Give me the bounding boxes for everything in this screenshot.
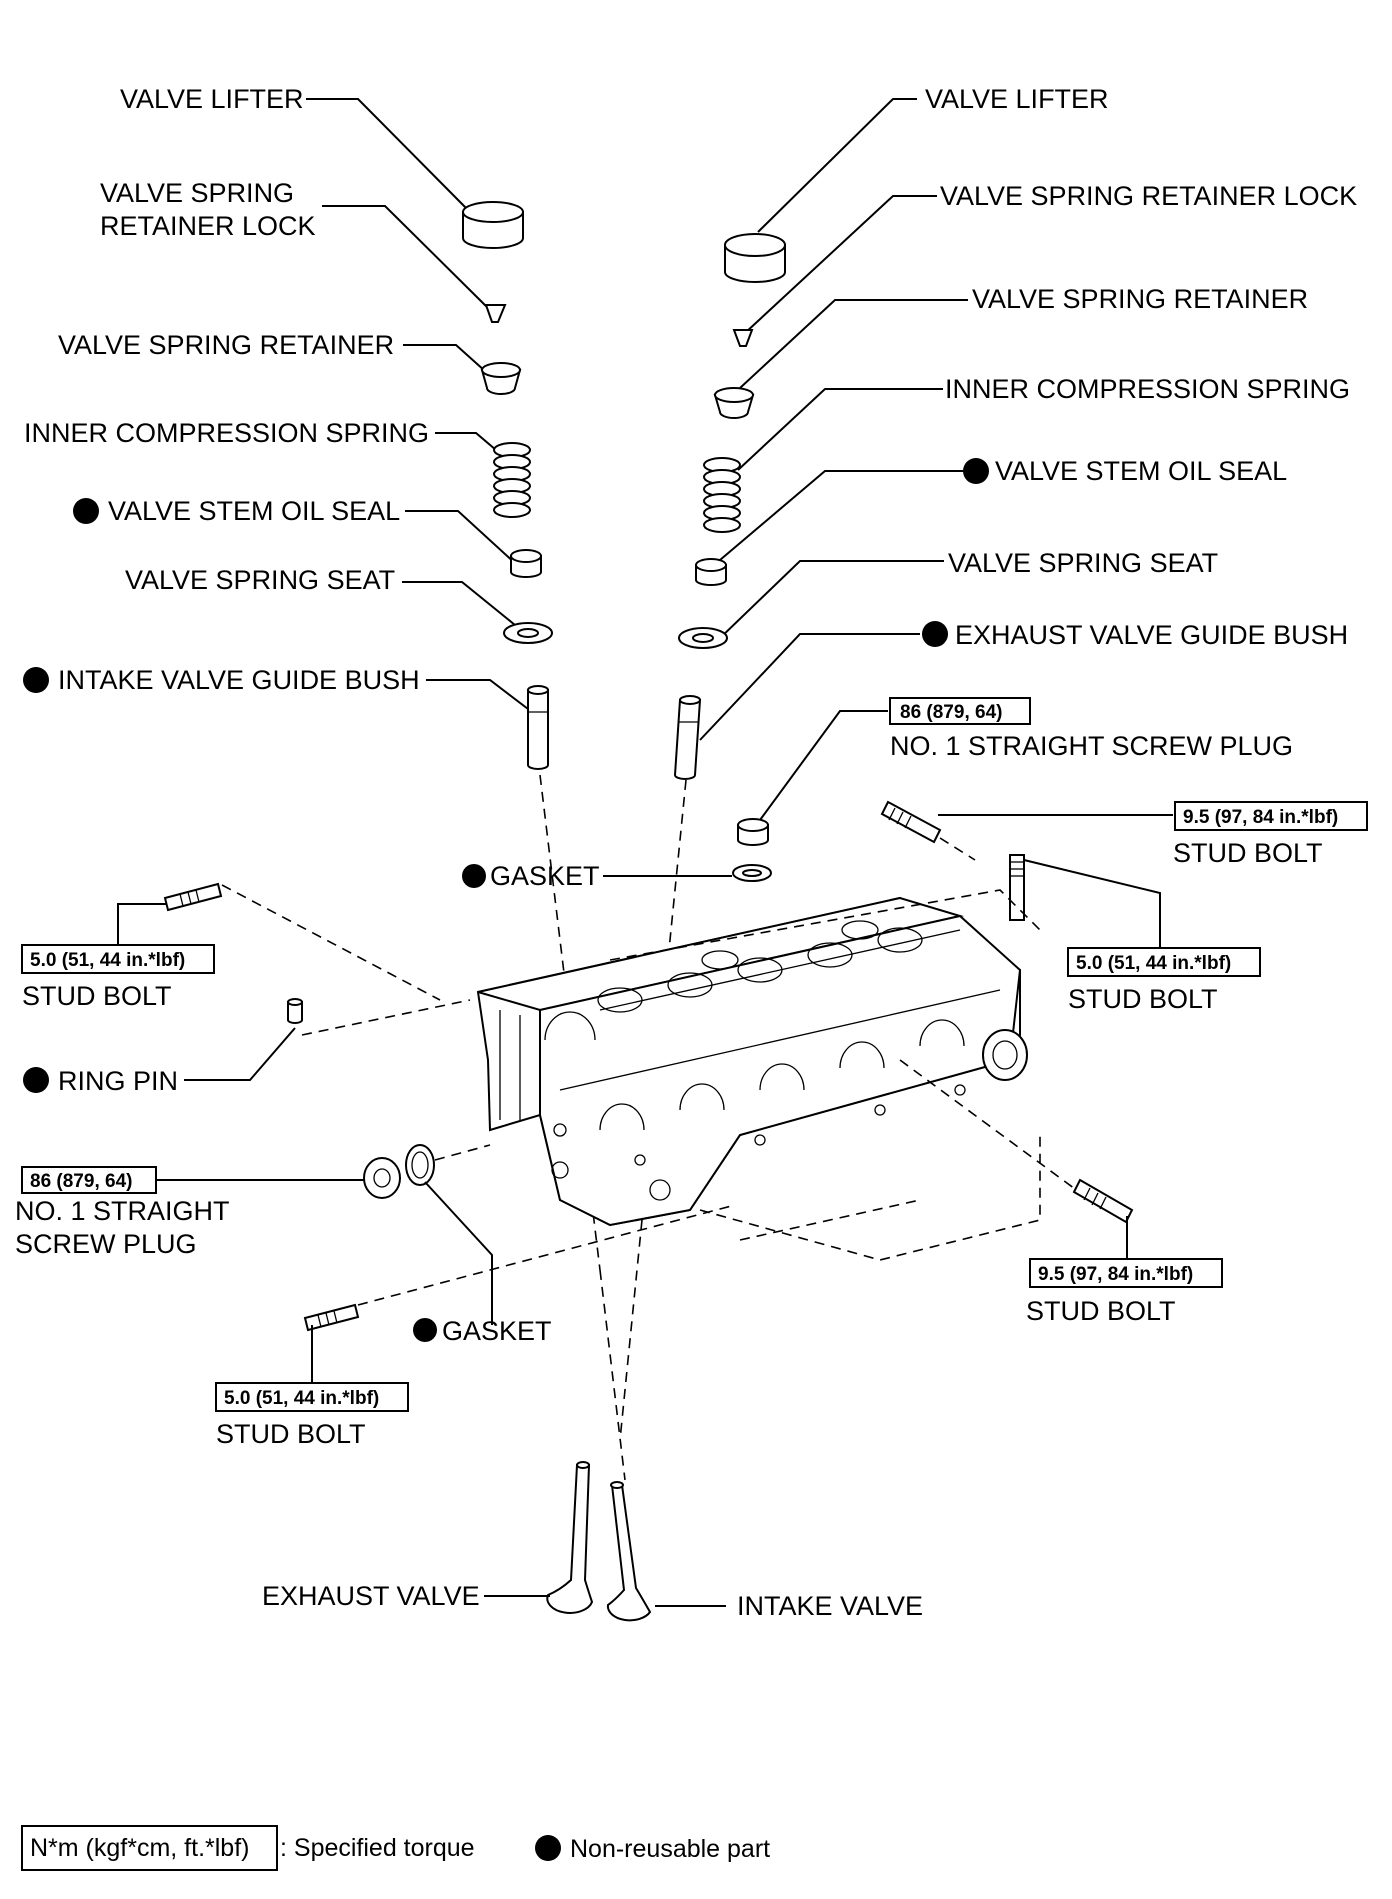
- label-screw-plug-right: NO. 1 STRAIGHT SCREW PLUG: [890, 731, 1293, 761]
- label-ring-pin: RING PIN: [58, 1066, 178, 1096]
- non-reusable-icon: [23, 1067, 49, 1093]
- label-inner-spring-right: INNER COMPRESSION SPRING: [945, 374, 1350, 404]
- label-stud-bolt-left-upper: STUD BOLT: [22, 981, 172, 1011]
- torque-screw-plug-top: 86 (879, 64): [900, 702, 1002, 723]
- torque-stud-lower-left: 5.0 (51, 44 in.*lbf): [224, 1388, 379, 1409]
- non-reusable-icon: [462, 864, 486, 888]
- label-guide-bush-left: INTAKE VALVE GUIDE BUSH: [58, 665, 420, 695]
- legend-torque-unit: N*m (kgf*cm, ft.*lbf): [30, 1834, 249, 1862]
- label-intake-valve: INTAKE VALVE: [737, 1591, 923, 1621]
- exhaust-valve: [546, 1461, 594, 1614]
- stud-bolt-vertical-right: [1009, 854, 1025, 921]
- non-reusable-icon: [413, 1318, 437, 1342]
- label-stud-bolt-top-right: STUD BOLT: [1173, 838, 1323, 868]
- stud-bolt-right-lower: [1072, 1178, 1134, 1224]
- torque-box: [889, 697, 1031, 725]
- label-retainer-lock-right: VALVE SPRING RETAINER LOCK: [940, 181, 1357, 211]
- stud-bolt-top-right: [880, 800, 942, 844]
- torque-box: [1029, 1258, 1223, 1288]
- stud-bolt-left-lower: [303, 1303, 360, 1332]
- label-stud-bolt-lower-left: STUD BOLT: [216, 1419, 366, 1449]
- label-inner-spring-left: INNER COMPRESSION SPRING: [24, 418, 429, 448]
- label-screw-plug-left-1: NO. 1 STRAIGHT: [15, 1196, 230, 1226]
- torque-stud-right: 5.0 (51, 44 in.*lbf): [1076, 953, 1231, 974]
- right-spring: [703, 457, 741, 533]
- label-stud-bolt-lower-right: STUD BOLT: [1026, 1296, 1176, 1326]
- torque-screw-plug-left: 86 (879, 64): [30, 1171, 132, 1192]
- non-reusable-icon: [963, 458, 989, 484]
- label-guide-bush-right: EXHAUST VALVE GUIDE BUSH: [955, 620, 1348, 650]
- torque-box: [21, 944, 215, 974]
- non-reusable-icon: [535, 1835, 561, 1861]
- legend-torque-box: [21, 1825, 278, 1871]
- non-reusable-icon: [922, 621, 948, 647]
- label-screw-plug-left-2: SCREW PLUG: [15, 1229, 197, 1259]
- torque-box: [1067, 947, 1261, 977]
- label-valve-lifter-right: VALVE LIFTER: [925, 84, 1109, 114]
- legend-torque-desc: : Specified torque: [280, 1834, 475, 1862]
- torque-box: [215, 1382, 409, 1412]
- label-spring-seat-right: VALVE SPRING SEAT: [948, 548, 1218, 578]
- torque-stud-lower-right: 9.5 (97, 84 in.*lbf): [1038, 1264, 1193, 1285]
- label-oil-seal-right: VALVE STEM OIL SEAL: [995, 456, 1287, 486]
- torque-stud-top-right: 9.5 (97, 84 in.*lbf): [1183, 807, 1338, 828]
- label-gasket-top: GASKET: [490, 861, 600, 891]
- label-stud-bolt-right: STUD BOLT: [1068, 984, 1218, 1014]
- label-exhaust-valve: EXHAUST VALVE: [262, 1581, 480, 1611]
- stud-bolt-left-upper: [163, 882, 223, 912]
- label-spring-retainer-right: VALVE SPRING RETAINER: [972, 284, 1308, 314]
- label-retainer-lock-left-2: RETAINER LOCK: [100, 211, 316, 241]
- intake-valve: [606, 1481, 652, 1622]
- label-gasket-left: GASKET: [442, 1316, 552, 1346]
- torque-box: [21, 1166, 157, 1194]
- torque-stud-left: 5.0 (51, 44 in.*lbf): [30, 950, 185, 971]
- non-reusable-icon: [23, 667, 49, 693]
- label-spring-retainer-left: VALVE SPRING RETAINER: [58, 330, 394, 360]
- left-spring: [493, 442, 531, 518]
- label-valve-lifter-left: VALVE LIFTER: [120, 84, 304, 114]
- non-reusable-icon: [73, 498, 99, 524]
- label-spring-seat-left: VALVE SPRING SEAT: [125, 565, 395, 595]
- legend-nonreusable-desc: Non-reusable part: [570, 1835, 770, 1863]
- label-retainer-lock-left-1: VALVE SPRING: [100, 178, 294, 208]
- label-oil-seal-left: VALVE STEM OIL SEAL: [108, 496, 400, 526]
- torque-box: [1174, 801, 1368, 831]
- cylinder-head: [476, 896, 1028, 1227]
